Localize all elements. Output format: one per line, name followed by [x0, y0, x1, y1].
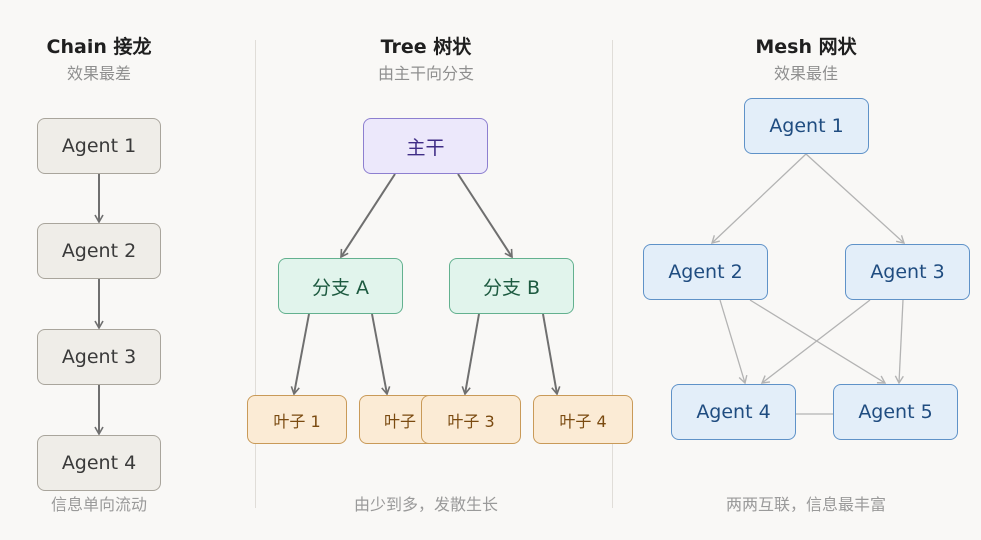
divider-left — [255, 40, 256, 508]
mesh-agent-1-node: Agent 1 — [744, 98, 869, 154]
tree-leaf-4-node: 叶子 4 — [533, 395, 633, 444]
tree-title: Tree 树状 — [380, 36, 472, 58]
mesh-subtitle: 效果最佳 — [773, 64, 839, 83]
chain-agent-4-node: Agent 4 — [37, 435, 161, 491]
tree-leaf-3-node: 叶子 3 — [421, 395, 521, 444]
mesh-agent-4-node: Agent 4 — [671, 384, 796, 440]
mesh-agent-5-node: Agent 5 — [833, 384, 958, 440]
tree-branch-b-node: 分支 B — [449, 258, 574, 314]
tree-root-node: 主干 — [363, 118, 488, 174]
tree-leaf-1-node: 叶子 1 — [247, 395, 347, 444]
tree-subtitle: 由主干向分支 — [377, 64, 475, 83]
tree-footer: 由少到多，发散生长 — [353, 495, 499, 514]
tree-branch-a-node: 分支 A — [278, 258, 403, 314]
tree-edge-b-leaf3 — [461, 313, 480, 396]
chain-footer: 信息单向流动 — [50, 495, 148, 514]
tree-edge-a-leaf1 — [290, 313, 310, 396]
mesh-edge-3-5 — [894, 299, 904, 385]
mesh-edge-1-2 — [710, 153, 807, 244]
tree-edge-a-leaf2 — [371, 313, 391, 396]
mesh-edge-2-4 — [719, 299, 748, 385]
chain-agent-2-node: Agent 2 — [37, 223, 161, 279]
chain-title: Chain 接龙 — [46, 36, 152, 58]
chain-agent-1-node: Agent 1 — [37, 118, 161, 174]
tree-edge-b-leaf4 — [542, 313, 561, 396]
mesh-footer: 两两互联，信息最丰富 — [725, 495, 887, 514]
chain-subtitle: 效果最差 — [66, 64, 132, 83]
mesh-edge-1-3 — [805, 153, 906, 244]
mesh-agent-2-node: Agent 2 — [643, 244, 768, 300]
tree-edge-root-b — [457, 173, 513, 259]
mesh-title: Mesh 网状 — [755, 36, 857, 58]
mesh-agent-3-node: Agent 3 — [845, 244, 970, 300]
mesh-edge-3-4 — [760, 299, 871, 384]
tree-edge-root-a — [340, 173, 396, 259]
divider-right — [612, 40, 613, 508]
chain-agent-3-node: Agent 3 — [37, 329, 161, 385]
mesh-edge-2-5 — [749, 299, 887, 384]
